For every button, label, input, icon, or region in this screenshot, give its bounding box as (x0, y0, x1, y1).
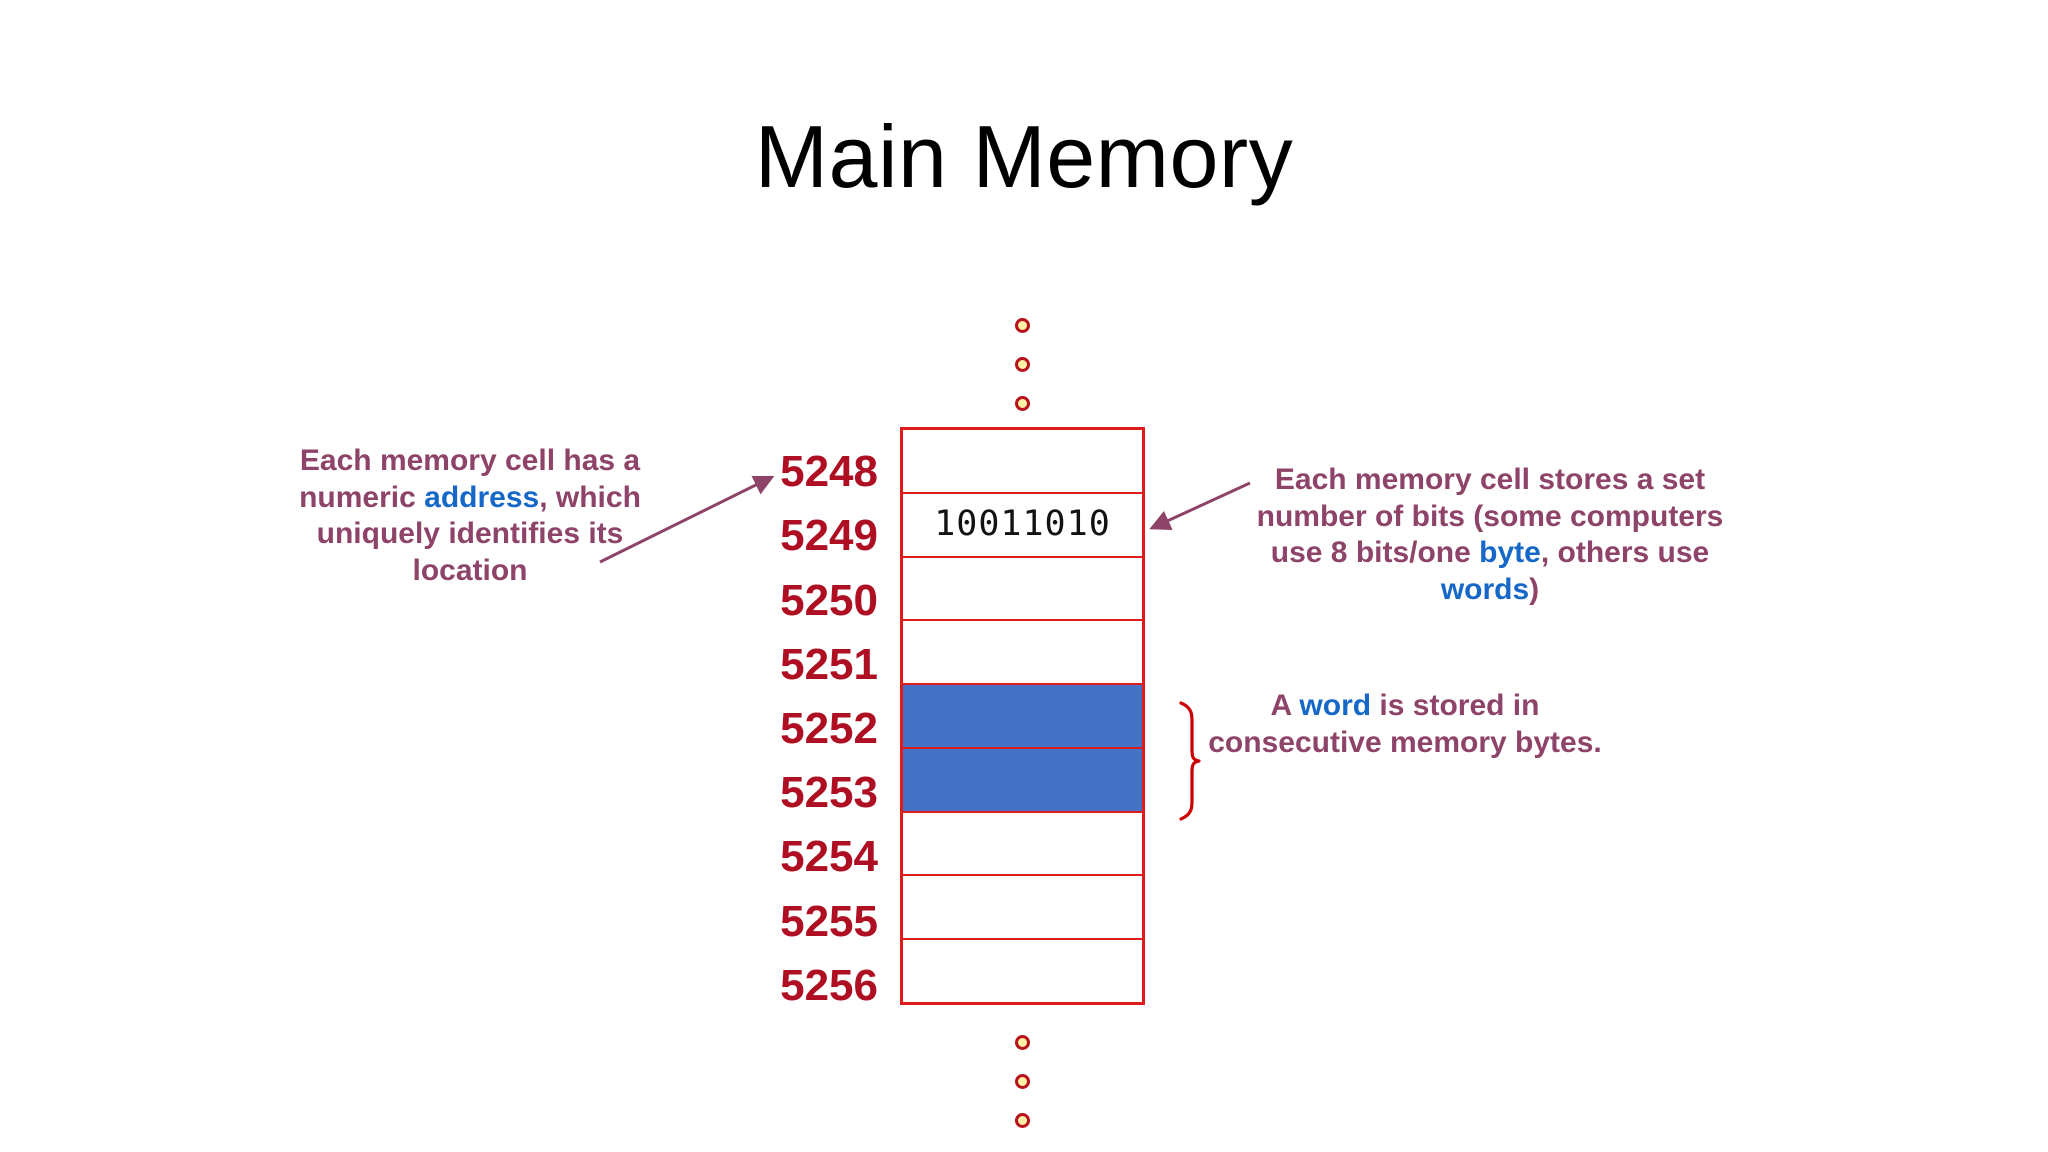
memory-address-5248: 5248 (780, 447, 878, 497)
address-slot: 5248 (700, 427, 890, 497)
memory-cell-5249: 10011010 (903, 494, 1142, 558)
memory-cell-5256 (903, 940, 1142, 1002)
memory-address-5256: 5256 (780, 960, 878, 1010)
memory-address-column: 5248 5249 5250 5251 5252 5253 5254 5255 … (700, 427, 890, 1010)
ellipsis-dot-icon (1015, 1035, 1030, 1050)
address-slot: 5254 (700, 812, 890, 882)
annotation-text: ) (1529, 572, 1540, 606)
memory-address-5254: 5254 (780, 832, 878, 882)
memory-ellipsis-above (1015, 318, 1030, 435)
ellipsis-dot-icon (1015, 396, 1030, 411)
address-slot: 5255 (700, 877, 890, 946)
arrow-to-memory-cell-5249 (1149, 481, 1251, 531)
annotation-text: Each memory cell has a numeric (299, 444, 641, 514)
annotation-text: is stored in consecutive memory bytes. (1208, 689, 1602, 759)
memory-ellipsis-below (1015, 1035, 1030, 1152)
address-slot: 5252 (700, 684, 890, 753)
address-slot: 5253 (700, 748, 890, 818)
memory-address-5252: 5252 (780, 703, 878, 753)
address-slot: 5251 (700, 620, 890, 689)
ellipsis-dot-icon (1015, 1113, 1030, 1128)
memory-cell-5250 (903, 558, 1142, 622)
memory-cell-5251 (903, 621, 1142, 686)
annotation-text: A (1270, 689, 1300, 722)
memory-address-5255: 5255 (780, 896, 878, 946)
annotation-text: , others use (1540, 536, 1710, 570)
address-slot: 5256 (700, 941, 890, 1010)
annotation-keyword: byte (1479, 536, 1541, 570)
annotation-text: , which uniquely identifies its location (316, 480, 641, 587)
memory-address-5250: 5250 (780, 575, 878, 625)
address-slot: 5250 (700, 555, 890, 622)
memory-cell-5255 (903, 876, 1142, 941)
memory-address-5251: 5251 (780, 639, 878, 689)
page-title: Main Memory (754, 107, 1294, 206)
word-span-brace (1179, 701, 1201, 821)
annotation-bits-callout: Each memory cell stores a set number of … (1240, 462, 1740, 608)
ellipsis-dot-icon (1015, 357, 1030, 372)
annotation-text: Each memory cell stores a set number of … (1256, 463, 1724, 570)
annotation-keyword: address (424, 480, 540, 514)
annotation-keyword: words (1440, 572, 1530, 606)
memory-cell-table: 10011010 (900, 427, 1145, 1005)
ellipsis-dot-icon (1015, 318, 1030, 333)
memory-cell-5248 (903, 430, 1142, 494)
memory-cell-value: 10011010 (934, 504, 1111, 545)
annotation-word-callout: A word is stored in consecutive memory b… (1205, 688, 1605, 761)
annotation-address-callout: Each memory cell has a numeric address, … (290, 443, 650, 589)
annotation-keyword: word (1299, 689, 1372, 722)
memory-cell-5254 (903, 813, 1142, 877)
address-slot: 5249 (700, 491, 890, 561)
ellipsis-dot-icon (1015, 1074, 1030, 1089)
memory-cell-5252 (903, 685, 1142, 749)
memory-address-5249: 5249 (780, 511, 878, 561)
memory-cell-5253 (903, 748, 1142, 813)
memory-address-5253: 5253 (780, 768, 878, 818)
